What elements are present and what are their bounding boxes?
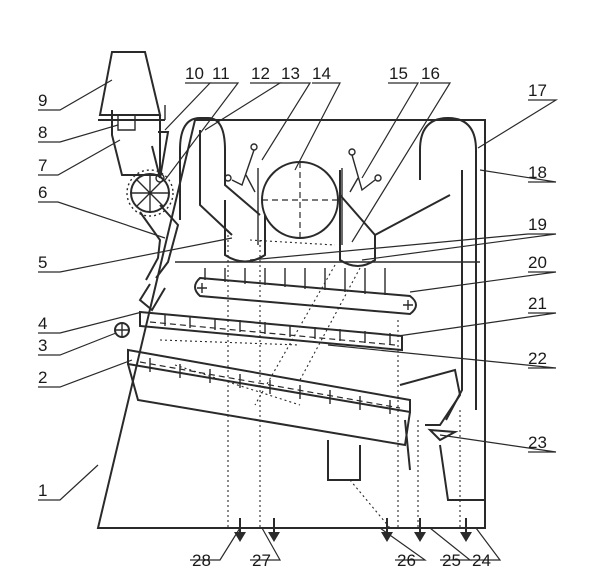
callout-3: 3 — [38, 336, 47, 355]
callout-7: 7 — [38, 156, 47, 175]
belt-conveyor — [194, 268, 417, 316]
damper-left — [224, 143, 258, 193]
sieve-lower — [127, 348, 411, 414]
settling-chamber — [419, 116, 477, 421]
callout-19: 19 — [528, 215, 547, 234]
callout-11: 11 — [212, 64, 230, 83]
callout-4: 4 — [38, 314, 47, 333]
feed-valve — [151, 131, 170, 183]
drive-eccentric — [114, 322, 130, 338]
machine-housing — [96, 105, 486, 529]
callout-9: 9 — [38, 91, 47, 110]
callout-5: 5 — [38, 253, 47, 272]
callout-20: 20 — [528, 253, 547, 272]
callout-1: 1 — [38, 481, 47, 500]
callout-25: 25 — [442, 551, 461, 570]
callout-14: 14 — [312, 64, 331, 83]
discharge-arrows — [234, 518, 472, 542]
callout-23: 23 — [528, 433, 547, 452]
sieve-frame — [127, 363, 411, 447]
damper-right — [348, 148, 382, 193]
feed-hopper — [98, 51, 162, 176]
sieve-upper — [139, 310, 403, 352]
callout-18: 18 — [528, 163, 547, 182]
callout-12: 12 — [251, 64, 270, 83]
callout-15: 15 — [389, 64, 408, 83]
callout-28: 28 — [192, 551, 211, 570]
callout-13: 13 — [281, 64, 300, 83]
callout-17: 17 — [528, 81, 547, 100]
fan — [257, 161, 343, 245]
flow-paths — [159, 230, 461, 529]
callout-26: 26 — [397, 551, 416, 570]
aspiration-channel-rear — [339, 170, 451, 267]
callout-21: 21 — [528, 294, 547, 313]
callout-10: 10 — [185, 64, 204, 83]
output-hopper — [327, 419, 485, 501]
callout-2: 2 — [38, 368, 47, 387]
callout-6: 6 — [38, 183, 47, 202]
callout-labels: 1 2 3 4 5 6 7 8 9 10 11 12 13 14 15 16 1… — [38, 64, 547, 570]
callout-27: 27 — [252, 551, 271, 570]
feed-roller — [126, 169, 174, 217]
feed-chute — [138, 204, 180, 312]
callout-8: 8 — [38, 123, 47, 142]
callout-24: 24 — [472, 551, 491, 570]
callout-16: 16 — [421, 64, 440, 83]
leader-lines — [38, 79, 559, 561]
callout-22: 22 — [528, 349, 547, 368]
